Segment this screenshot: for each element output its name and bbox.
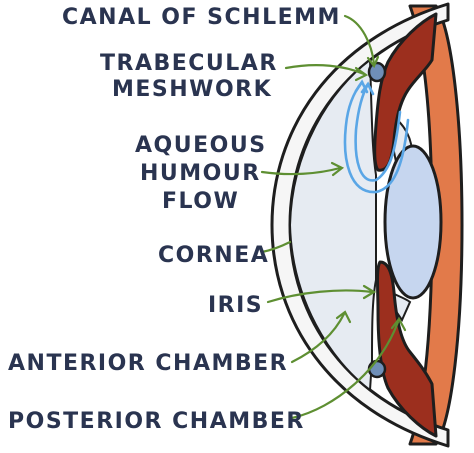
label-meshwork: MESHWORK — [112, 77, 272, 102]
labels: CANAL OF SCHLEMM TRABECULAR MESHWORK AQU… — [8, 5, 341, 434]
flow-arrowhead-inner — [360, 81, 375, 96]
label-aqueous: AQUEOUS — [135, 133, 267, 158]
leader-trabecular-head — [354, 66, 369, 82]
leader-canal — [343, 14, 376, 66]
label-posterior-chamber: POSTERIOR CHAMBER — [8, 409, 305, 434]
leader-iris-head — [362, 284, 377, 300]
label-flow: FLOW — [162, 189, 239, 214]
canal-of-schlemm-lower — [367, 359, 387, 379]
leader-anterior-head — [335, 310, 352, 324]
label-canal-of-schlemm: CANAL OF SCHLEMM — [62, 5, 341, 30]
lens — [383, 144, 443, 300]
leader-iris — [266, 289, 374, 304]
leader-cornea — [260, 240, 292, 254]
canal-of-schlemm-upper — [367, 61, 387, 83]
leader-trabecular — [284, 64, 366, 76]
leader-aqueous-head — [330, 161, 345, 177]
leader-lines — [260, 14, 407, 420]
leader-posterior-head — [390, 316, 407, 332]
flow-arrowhead-outer — [354, 79, 369, 94]
leader-anterior — [290, 312, 346, 364]
label-trabecular: TRABECULAR — [100, 51, 278, 76]
label-humour: HUMOUR — [140, 161, 261, 186]
label-anterior-chamber: ANTERIOR CHAMBER — [8, 351, 288, 376]
lower-iris — [376, 260, 438, 438]
label-cornea: CORNEA — [158, 243, 269, 268]
eye-anatomy — [270, 2, 464, 448]
leader-aqueous — [260, 166, 342, 176]
flow-arrow-outer — [343, 80, 410, 194]
leader-canal-head — [366, 55, 380, 69]
label-iris: IRIS — [208, 293, 263, 318]
flow-arrow-inner — [354, 82, 402, 182]
cornea — [270, 2, 450, 448]
leader-posterior — [290, 320, 400, 420]
aqueous-flow-arrows — [343, 79, 410, 194]
upper-iris — [373, 12, 438, 172]
